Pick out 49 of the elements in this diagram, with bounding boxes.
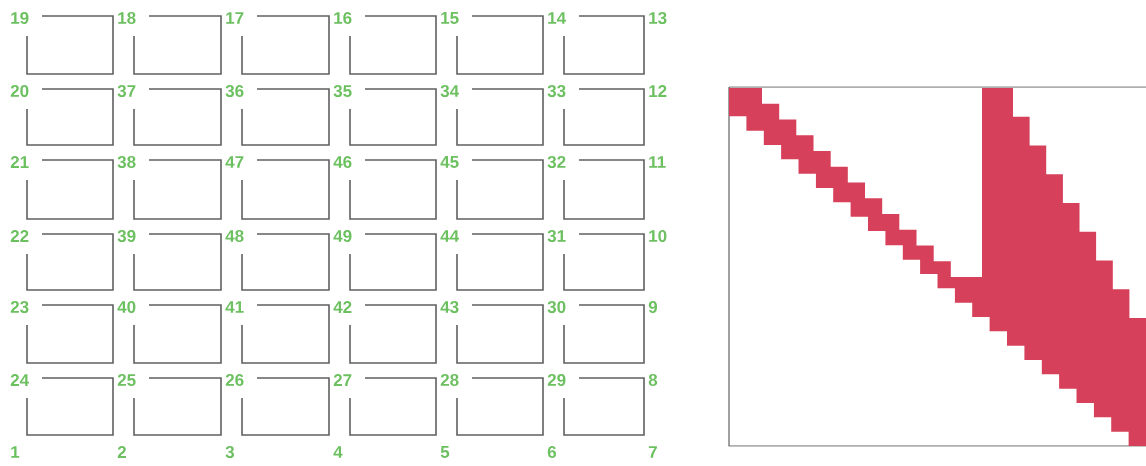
node-number: 8 <box>648 374 658 387</box>
node-number: 13 <box>649 11 667 25</box>
node-number: 30 <box>547 300 566 314</box>
node-number: 14 <box>548 12 566 24</box>
node-number: 34 <box>440 84 459 98</box>
node-number: 5 <box>440 446 450 458</box>
node-number: 22 <box>10 230 29 242</box>
node-number: 29 <box>547 374 566 387</box>
node-number: 33 <box>547 84 566 98</box>
node-number: 35 <box>333 84 352 98</box>
node-number: 40 <box>117 301 136 314</box>
node-number: 3 <box>225 445 235 459</box>
node-number: 20 <box>10 85 29 98</box>
node-number: 4 <box>333 446 343 458</box>
node-number: 37 <box>117 84 136 98</box>
node-number: 19 <box>11 12 29 25</box>
node-number: 38 <box>117 155 136 169</box>
node-number: 1 <box>11 446 20 458</box>
node-number: 45 <box>440 156 459 168</box>
node-number: 46 <box>333 156 352 169</box>
node-number: 6 <box>547 446 557 459</box>
node-number: 23 <box>10 300 29 314</box>
node-number: 24 <box>10 374 29 386</box>
node-number: 18 <box>118 12 136 25</box>
node-number: 11 <box>649 156 666 168</box>
node-number: 36 <box>225 84 244 98</box>
node-number: 47 <box>225 156 244 168</box>
node-number: 25 <box>117 374 136 387</box>
node-number: 27 <box>333 374 352 386</box>
node-number: 17 <box>226 12 244 24</box>
node-number: 48 <box>225 230 244 243</box>
node-number: 41 <box>225 301 244 313</box>
node-number: 42 <box>333 301 352 313</box>
node-number: 21 <box>10 156 29 168</box>
node-number: 32 <box>547 155 566 169</box>
node-number: 39 <box>117 229 136 243</box>
node-number: 43 <box>440 300 459 314</box>
node-number: 16 <box>334 12 352 25</box>
node-number: 15 <box>441 12 459 24</box>
node-number: 49 <box>333 230 352 243</box>
node-number: 9 <box>648 301 658 314</box>
node-number: 31 <box>547 229 566 243</box>
node-number: 12 <box>649 85 667 97</box>
node-number: 10 <box>649 230 667 243</box>
node-number: 7 <box>648 446 657 458</box>
node-number: 44 <box>440 230 459 242</box>
node-number: 28 <box>440 374 459 387</box>
node-number: 2 <box>117 446 126 458</box>
node-number: 26 <box>225 374 244 387</box>
